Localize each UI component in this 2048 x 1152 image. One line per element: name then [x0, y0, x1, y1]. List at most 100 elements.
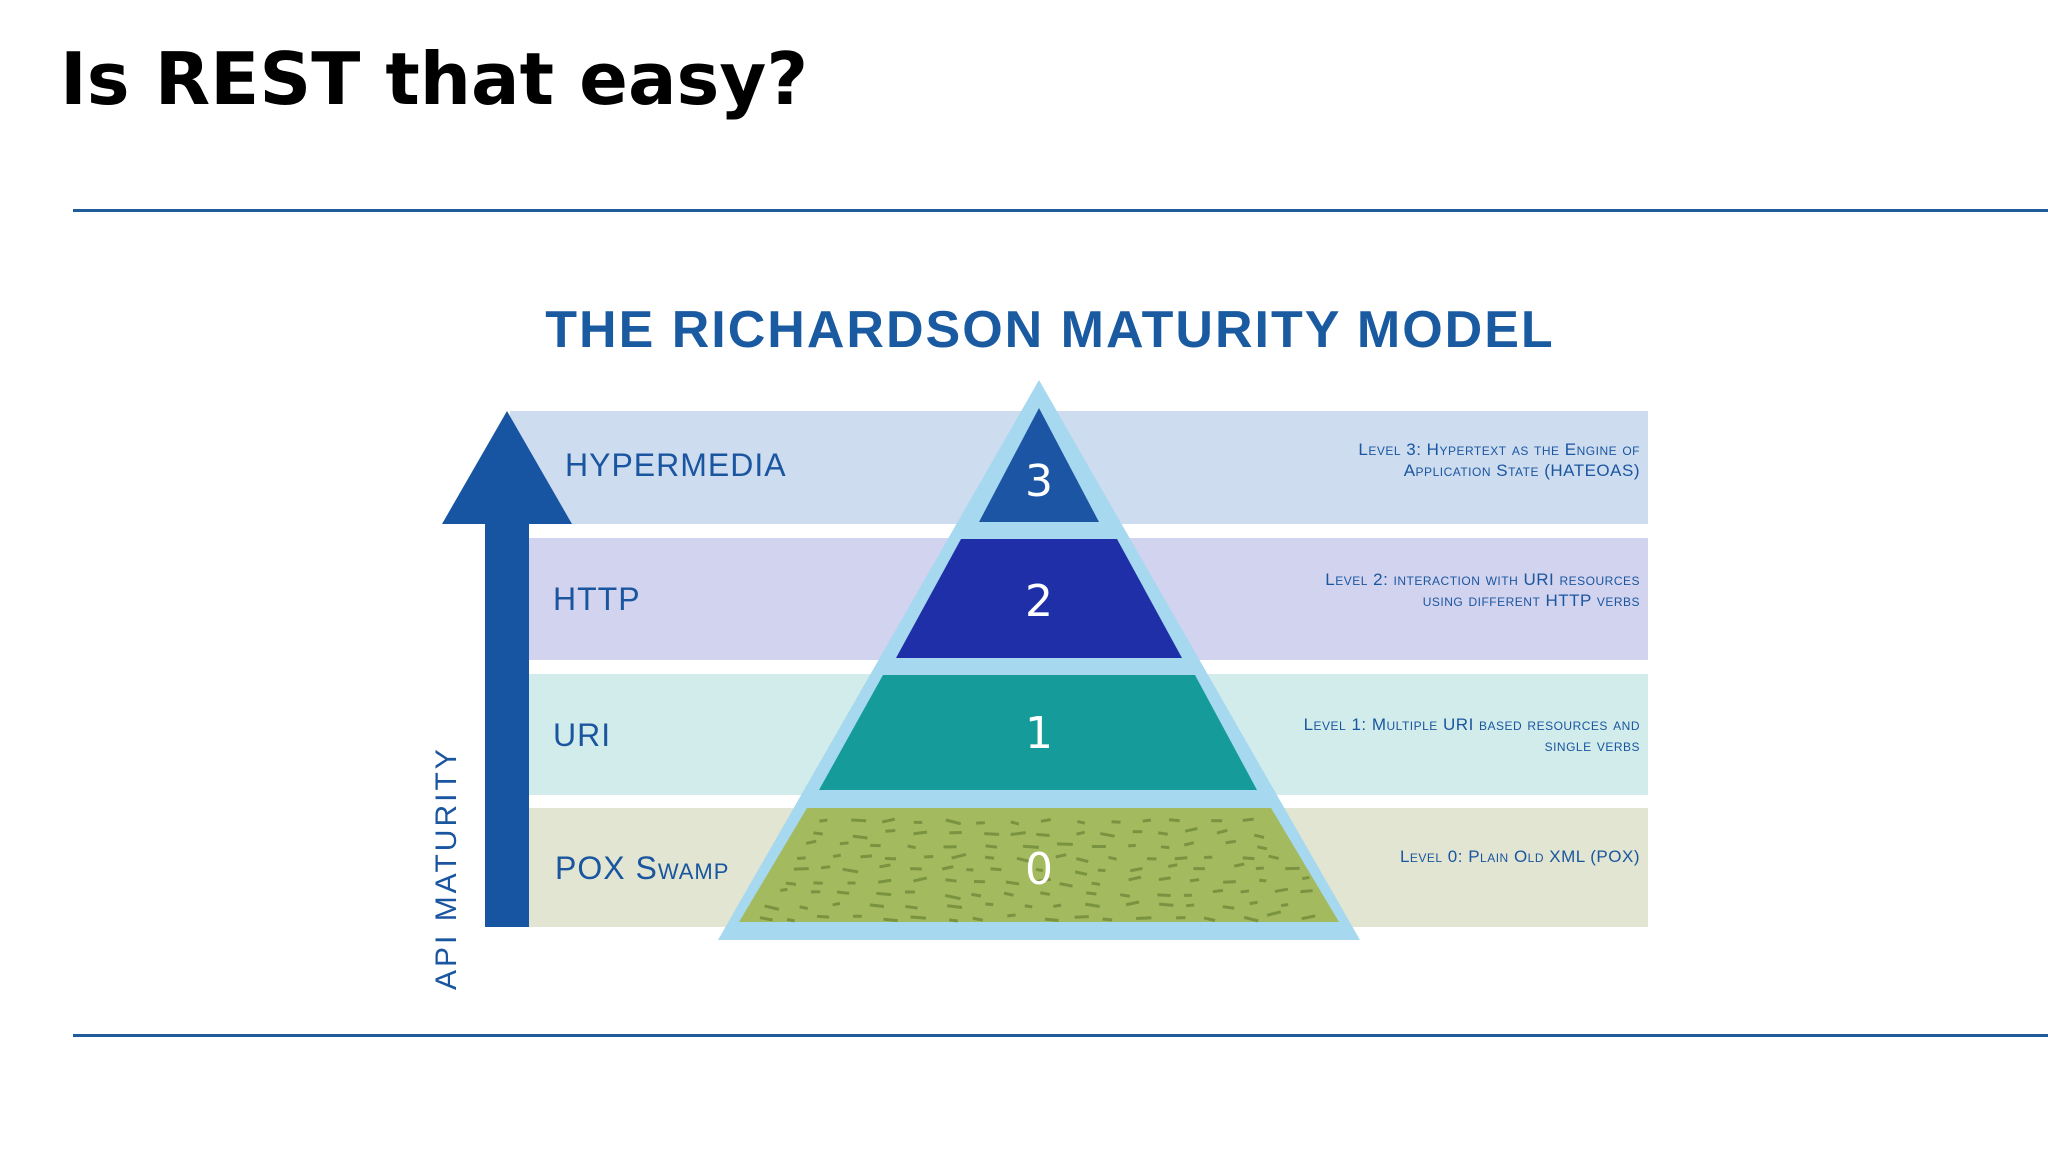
swamp-texture [759, 817, 1316, 923]
swamp-speck [1125, 900, 1140, 907]
swamp-speck [1301, 914, 1316, 921]
swamp-speck [910, 867, 922, 871]
swamp-speck [947, 904, 963, 910]
swamp-speck [1168, 818, 1180, 823]
swamp-speck [1157, 893, 1171, 897]
swamp-speck [1057, 842, 1073, 846]
swamp-speck [764, 904, 780, 911]
level-3-number: 3 [1025, 456, 1053, 507]
swamp-speck [984, 855, 995, 860]
swamp-speck [1040, 891, 1051, 896]
swamp-speck [853, 914, 862, 918]
swamp-speck [876, 891, 892, 897]
swamp-speck [1022, 844, 1039, 849]
swamp-speck [1059, 882, 1073, 888]
swamp-speck [832, 901, 841, 907]
swamp-speck [819, 818, 828, 823]
swamp-speck [1302, 875, 1310, 881]
swamp-speck [913, 830, 928, 836]
level-3-block [979, 408, 1099, 522]
swamp-speck [869, 903, 885, 908]
swamp-speck [1128, 843, 1136, 848]
bottom-divider [73, 1034, 2048, 1037]
swamp-speck [985, 902, 994, 907]
swamp-speck [786, 918, 795, 923]
swamp-speck [971, 892, 982, 898]
swamp-speck [1102, 917, 1113, 922]
swamp-speck [780, 887, 788, 892]
swamp-speck [820, 865, 831, 870]
swamp-speck [966, 868, 974, 872]
swamp-speck [976, 821, 985, 825]
swamp-speck [847, 881, 856, 885]
swamp-speck [1024, 904, 1033, 909]
swamp-speck [832, 853, 842, 858]
swamp-speck [941, 865, 954, 871]
swamp-speck [839, 841, 849, 846]
swamp-speck [985, 844, 998, 849]
swamp-speck [1193, 867, 1205, 871]
swamp-speck [972, 916, 984, 922]
swamp-speck [904, 890, 915, 894]
swamp-speck [1255, 866, 1264, 871]
swamp-speck [1035, 877, 1052, 884]
swamp-speck [1256, 845, 1268, 851]
swamp-speck [1055, 853, 1067, 859]
swamp-speck [816, 914, 830, 919]
swamp-speck [943, 845, 957, 849]
swamp-speck [1010, 831, 1026, 837]
swamp-speck [1184, 827, 1198, 833]
swamp-speck [1074, 870, 1088, 876]
swamp-speck [913, 876, 928, 883]
level-2-number: 2 [1025, 576, 1053, 627]
swamp-speck [879, 863, 891, 869]
level-2-block [896, 539, 1182, 658]
swamp-speck [1036, 832, 1050, 838]
maturity-arrow [442, 411, 572, 927]
swamp-speck [1249, 900, 1258, 906]
swamp-speck [1053, 903, 1062, 908]
swamp-speck [1158, 876, 1171, 881]
arrow-head-icon [442, 411, 572, 524]
swamp-speck [1005, 880, 1020, 886]
swamp-speck [1216, 828, 1228, 835]
pyramid-graphic: 3 2 1 0 [442, 380, 1360, 940]
swamp-speck [1242, 856, 1255, 861]
swamp-speck [1259, 878, 1267, 883]
swamp-speck [1016, 856, 1032, 864]
swamp-speck [1107, 855, 1117, 861]
slide-title: Is REST that easy? [60, 37, 809, 121]
swamp-speck [945, 818, 962, 826]
swamp-speck [1185, 903, 1195, 908]
swamp-speck [793, 867, 809, 871]
swamp-speck [1160, 845, 1170, 850]
swamp-speck [1233, 862, 1245, 868]
swamp-speck [949, 831, 962, 835]
swamp-speck [1007, 913, 1016, 918]
swamp-speck [1189, 878, 1200, 883]
swamp-speck [810, 890, 821, 894]
swamp-speck [1142, 818, 1152, 823]
swamp-speck [1132, 830, 1143, 834]
swamp-speck [1044, 917, 1059, 922]
swamp-speck [1300, 889, 1313, 894]
swamp-speck [799, 905, 809, 910]
swamp-speck [1074, 915, 1089, 919]
level-3-label: HYPERMEDIA [565, 447, 787, 483]
level-2-label: HTTP [553, 581, 641, 617]
diagram-title: THE RICHARDSON MATURITY MODEL [545, 301, 1555, 359]
swamp-speck [1176, 916, 1186, 920]
level-1-label: URI [553, 717, 612, 753]
swamp-speck [1225, 839, 1237, 845]
swamp-speck [1075, 857, 1089, 863]
arrow-shaft [485, 522, 529, 927]
level-0-description: Level 0: Plain Old XML (POX) [1399, 847, 1640, 866]
swamp-speck [877, 878, 892, 884]
swamp-speck [1168, 863, 1178, 868]
top-divider [73, 209, 2048, 212]
swamp-speck [860, 854, 873, 859]
swamp-speck [1253, 833, 1265, 839]
swamp-speck [851, 818, 867, 823]
swamp-speck [870, 843, 881, 848]
swamp-speck [805, 839, 817, 845]
